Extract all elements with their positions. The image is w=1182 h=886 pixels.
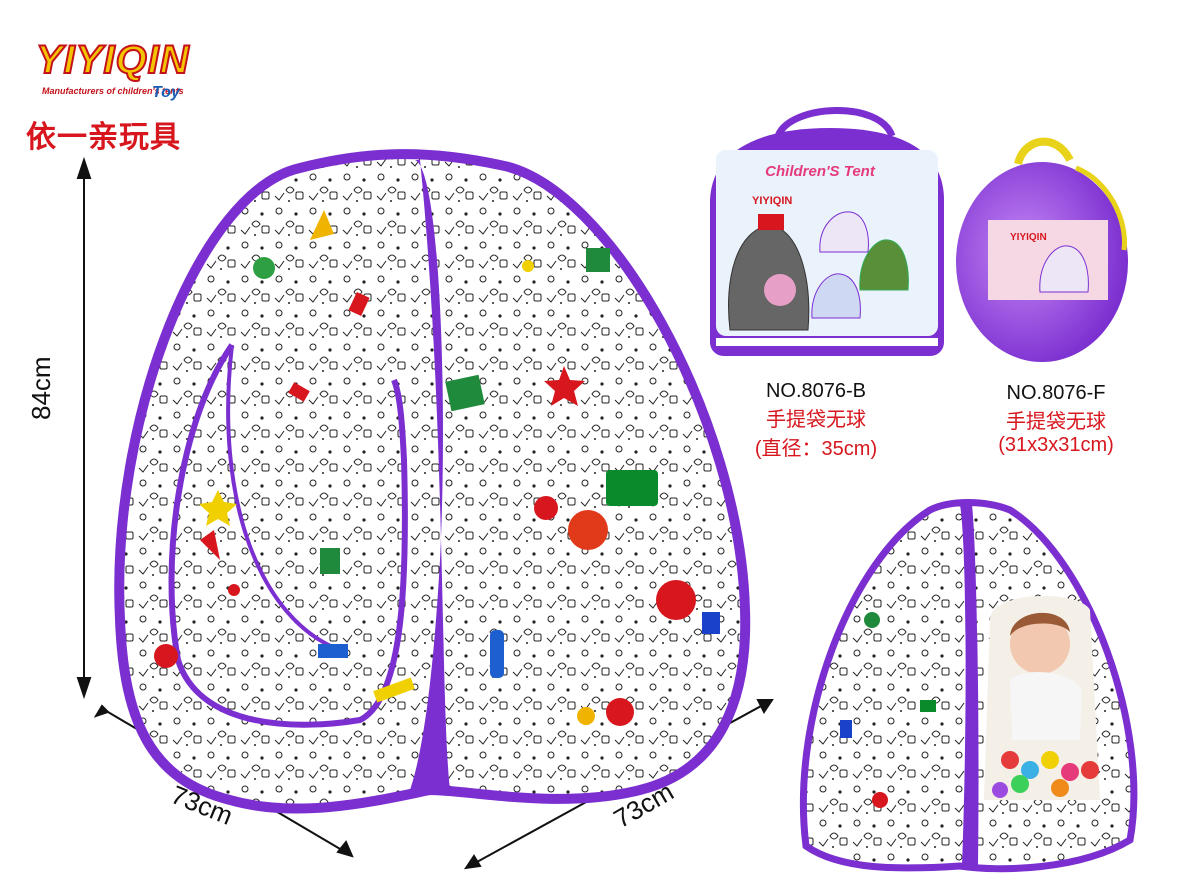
svg-text:YIYIQIN: YIYIQIN [1010,232,1047,243]
product-model-f: NO.8076-F [1006,382,1106,404]
product-caption-b: NO.8076-B 手提袋无球 (直径：35cm) [726,380,906,461]
package-brand: YIYIQIN [752,195,792,207]
product-desc-b: 手提袋无球 [766,409,866,431]
product-size-f: (31x3x31cm) [998,434,1114,456]
package-bag-f: YIYIQIN [956,137,1128,362]
brand-logo: YIYIQIN [35,37,190,83]
product-desc-f: 手提袋无球 [1006,411,1106,433]
product-size-b: (直径：35cm) [754,438,878,460]
tent-large [114,149,751,814]
brand-name-cn: 依一亲玩具 [26,121,181,154]
tent-small [799,499,1138,873]
product-caption-f: NO.8076-F 手提袋无球 (31x3x31cm) [966,382,1146,457]
package-bag-b: Children'S Tent YIYIQIN [710,107,944,356]
brand-logo-suffix: Toy [152,84,180,101]
product-model-b: NO.8076-B [765,380,867,402]
package-title: Children'S Tent [765,163,876,180]
brand-tagline: Manufacturers of children's tents [42,86,184,96]
dimension-height-label: 84cm [26,356,56,420]
